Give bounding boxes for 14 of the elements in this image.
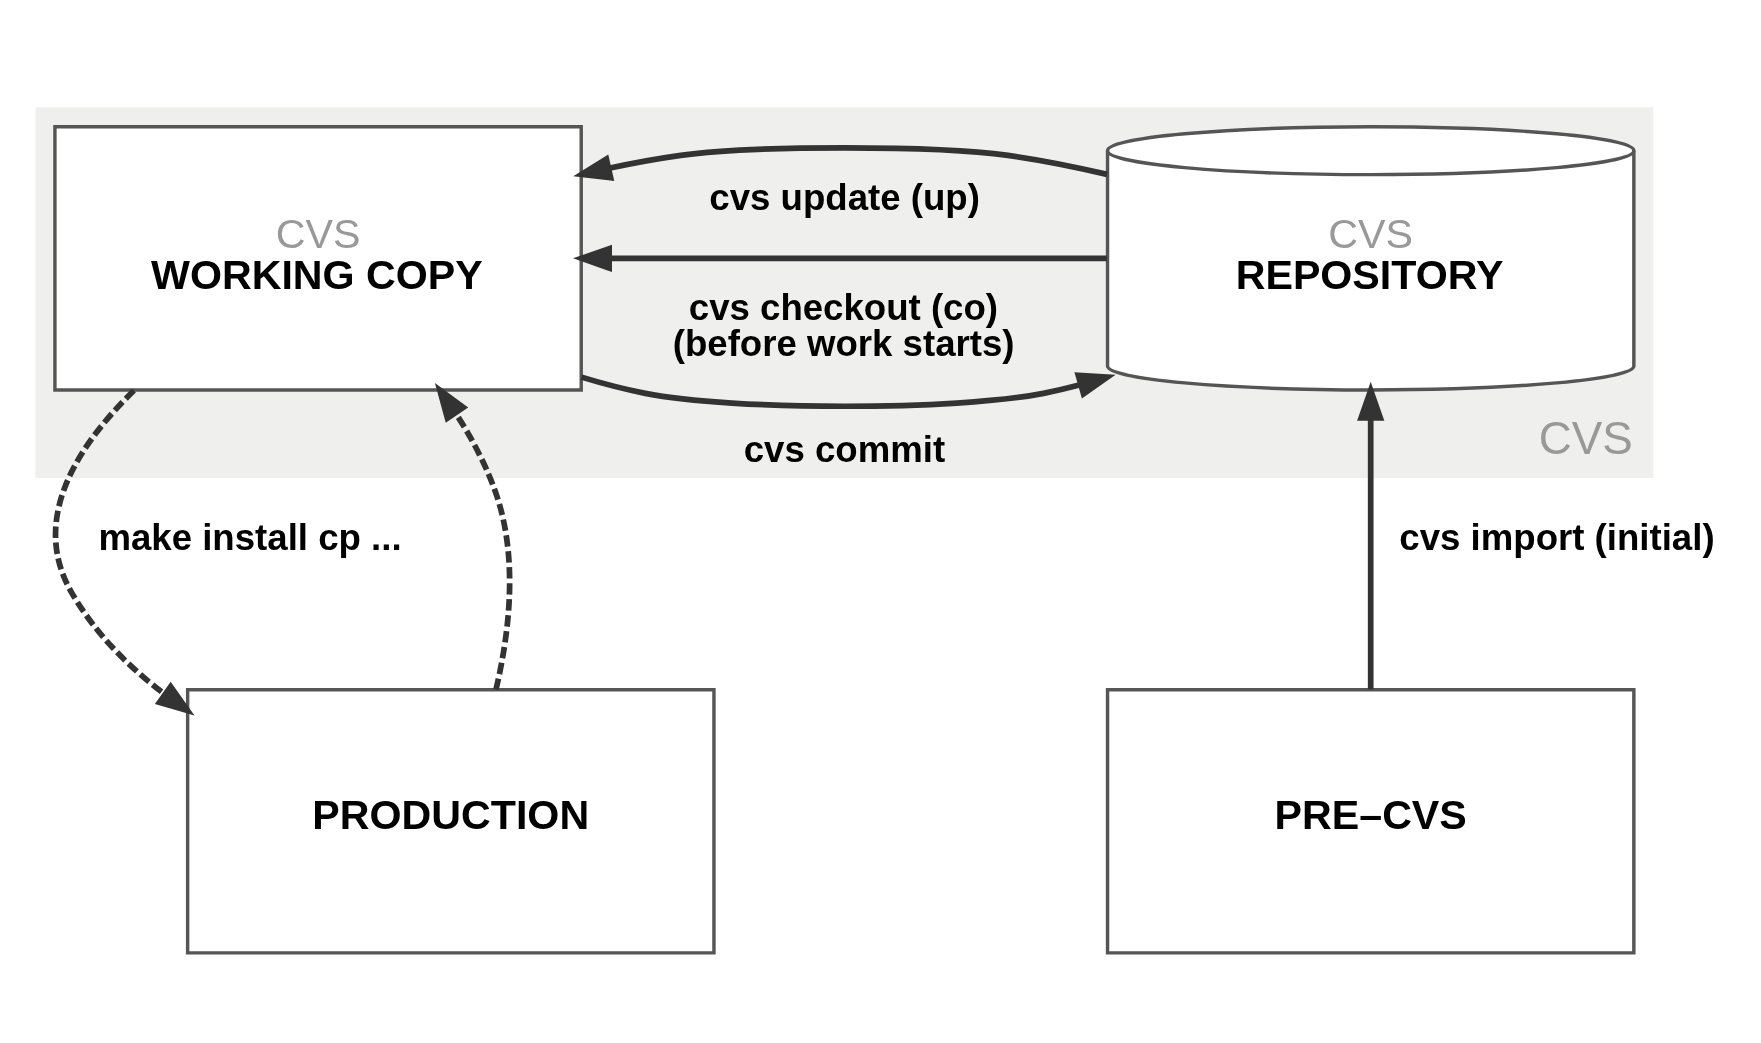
arrow (572, 244, 1107, 272)
node-box: PRE–CVS (1105, 687, 1636, 955)
edge-label: cvs import (initial) (1398, 516, 1715, 558)
node-box: PRODUCTION (185, 687, 716, 955)
arrow (580, 372, 1116, 410)
arrow (52, 388, 194, 716)
node-box: CVS WORKING COPY (52, 125, 583, 392)
edge-label: cvs checkout (co) (before work starts) (672, 286, 1015, 365)
edge-label: make install cp ... (97, 516, 402, 558)
edge-label: cvs commit (743, 428, 945, 470)
edge-label: cvs update (up) (708, 176, 980, 218)
arrow (572, 145, 1108, 181)
arrow (1356, 381, 1384, 690)
arrow (434, 383, 512, 691)
